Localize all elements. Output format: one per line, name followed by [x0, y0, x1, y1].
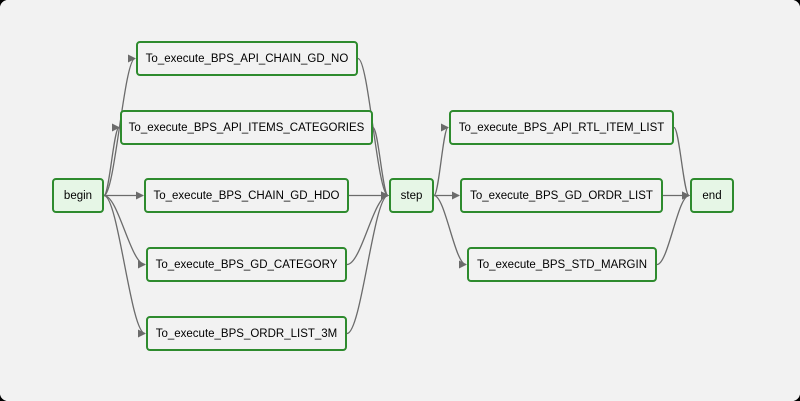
- node-chain-gd-no[interactable]: To_execute_BPS_API_CHAIN_GD_NO: [136, 41, 358, 76]
- node-chain-gd-no-label: To_execute_BPS_API_CHAIN_GD_NO: [145, 52, 349, 65]
- edge-std-margin-to-end: [656, 191, 690, 266]
- edge-items-categories-to-step: [372, 126, 389, 200]
- edge-rtl-item-list-to-end: [673, 126, 690, 200]
- edge-step-to-rtl-item-list: [433, 123, 449, 197]
- node-rtl-item-list-label: To_execute_BPS_API_RTL_ITEM_LIST: [458, 121, 665, 134]
- edge-step-to-std-margin: [433, 194, 467, 269]
- node-begin-label: begin: [63, 189, 93, 202]
- node-chain-gd-hdo[interactable]: To_execute_BPS_CHAIN_GD_HDO: [144, 178, 349, 213]
- node-step[interactable]: step: [389, 178, 434, 213]
- node-rtl-item-list[interactable]: To_execute_BPS_API_RTL_ITEM_LIST: [449, 110, 674, 145]
- node-ordr-list-3m[interactable]: To_execute_BPS_ORDR_LIST_3M: [146, 316, 347, 351]
- node-step-label: step: [400, 189, 423, 202]
- edge-begin-to-items-categories: [103, 123, 120, 197]
- node-begin[interactable]: begin: [52, 178, 104, 213]
- edge-begin-to-gd-category: [103, 194, 146, 269]
- node-end[interactable]: end: [690, 178, 734, 213]
- edge-begin-to-ordr-list-3m: [103, 194, 146, 338]
- node-ordr-list-3m-label: To_execute_BPS_ORDR_LIST_3M: [155, 327, 338, 340]
- node-items-categories-label: To_execute_BPS_API_ITEMS_CATEGORIES: [128, 121, 365, 134]
- node-std-margin-label: To_execute_BPS_STD_MARGIN: [476, 258, 648, 271]
- node-end-label: end: [702, 189, 722, 202]
- node-std-margin[interactable]: To_execute_BPS_STD_MARGIN: [467, 247, 657, 282]
- edge-gd-category-to-step: [346, 191, 389, 266]
- node-gd-category-label: To_execute_BPS_GD_CATEGORY: [155, 258, 338, 271]
- edge-ordr-list-3m-to-step: [346, 191, 389, 335]
- node-chain-gd-hdo-label: To_execute_BPS_CHAIN_GD_HDO: [153, 189, 340, 202]
- node-gd-ordr-list-label: To_execute_BPS_GD_ORDR_LIST: [470, 189, 653, 202]
- node-gd-ordr-list[interactable]: To_execute_BPS_GD_ORDR_LIST: [460, 178, 663, 213]
- node-items-categories[interactable]: To_execute_BPS_API_ITEMS_CATEGORIES: [120, 110, 373, 145]
- node-gd-category[interactable]: To_execute_BPS_GD_CATEGORY: [146, 247, 347, 282]
